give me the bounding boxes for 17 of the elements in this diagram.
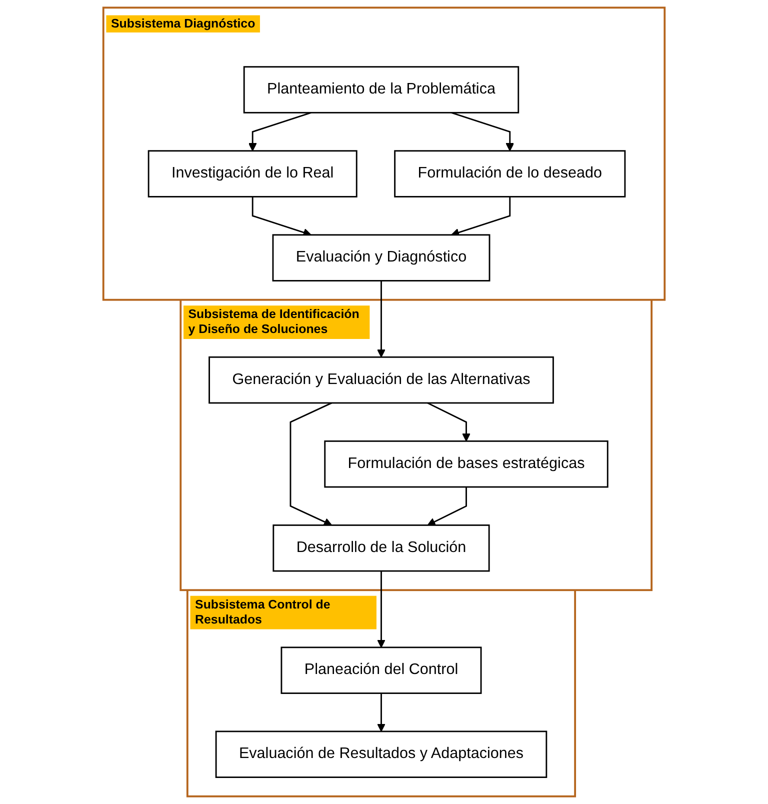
arrow <box>377 280 386 358</box>
arrow <box>290 402 332 526</box>
arrow <box>427 402 470 442</box>
arrow <box>248 112 312 152</box>
node-box: Evaluación y Diagnóstico <box>272 234 490 282</box>
arrow <box>427 486 467 526</box>
node-box: Investigación de lo Real <box>148 150 358 198</box>
arrow <box>451 112 514 152</box>
node-box: Formulación de bases estratégicas <box>324 440 608 488</box>
arrow <box>377 571 386 648</box>
node-box: Formulación de lo deseado <box>394 150 626 198</box>
arrow <box>377 693 386 732</box>
node-box: Planeación del Control <box>280 646 482 694</box>
node-box: Planteamiento de la Problemática <box>243 66 520 114</box>
node-box: Evaluación de Resultados y Adaptaciones <box>215 730 548 778</box>
node-box: Desarrollo de la Solución <box>272 524 490 572</box>
node-box: Generación y Evaluación de las Alternativas <box>208 356 554 404</box>
